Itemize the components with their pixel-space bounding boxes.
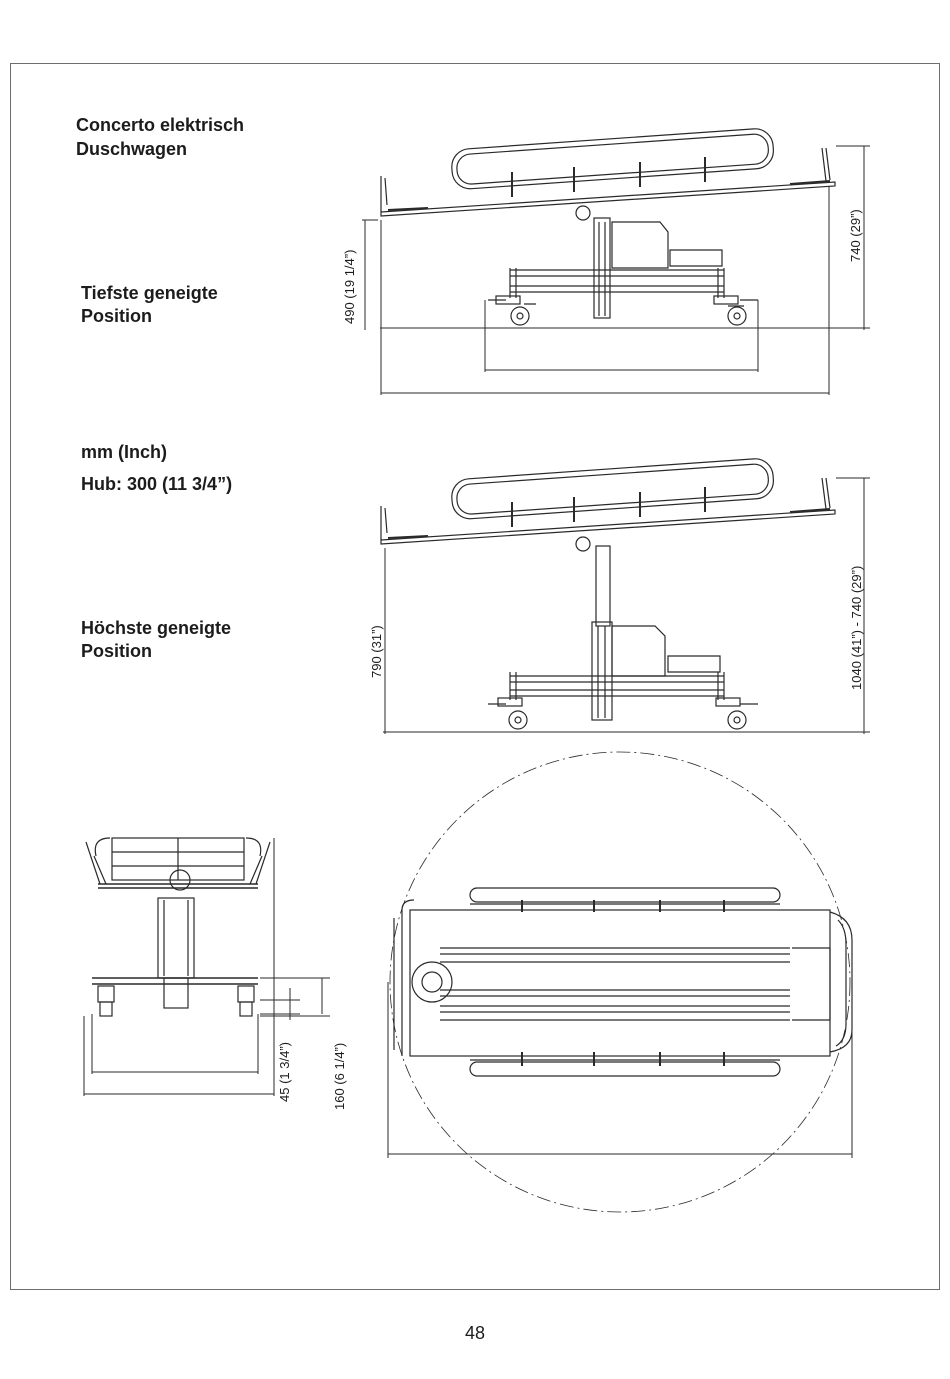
side-view-highest bbox=[381, 458, 870, 734]
dim-front-clearance: 45 (1 3/4”) bbox=[277, 1042, 292, 1102]
dim-front-base-height: 160 (6 1/4”) bbox=[332, 1043, 347, 1110]
top-view bbox=[388, 752, 852, 1212]
dim-lowest-high-side: 740 (29”) bbox=[848, 209, 863, 262]
dim-highest-low-side: 790 (31”) bbox=[369, 625, 384, 678]
side-view-lowest bbox=[362, 128, 870, 395]
page-number: 48 bbox=[0, 1323, 950, 1344]
dim-lowest-low-side: 490 (19 1/4”) bbox=[342, 250, 357, 324]
dim-highest-high-side: 1040 (41”) - 740 (29”) bbox=[849, 566, 864, 690]
front-view bbox=[84, 838, 330, 1096]
